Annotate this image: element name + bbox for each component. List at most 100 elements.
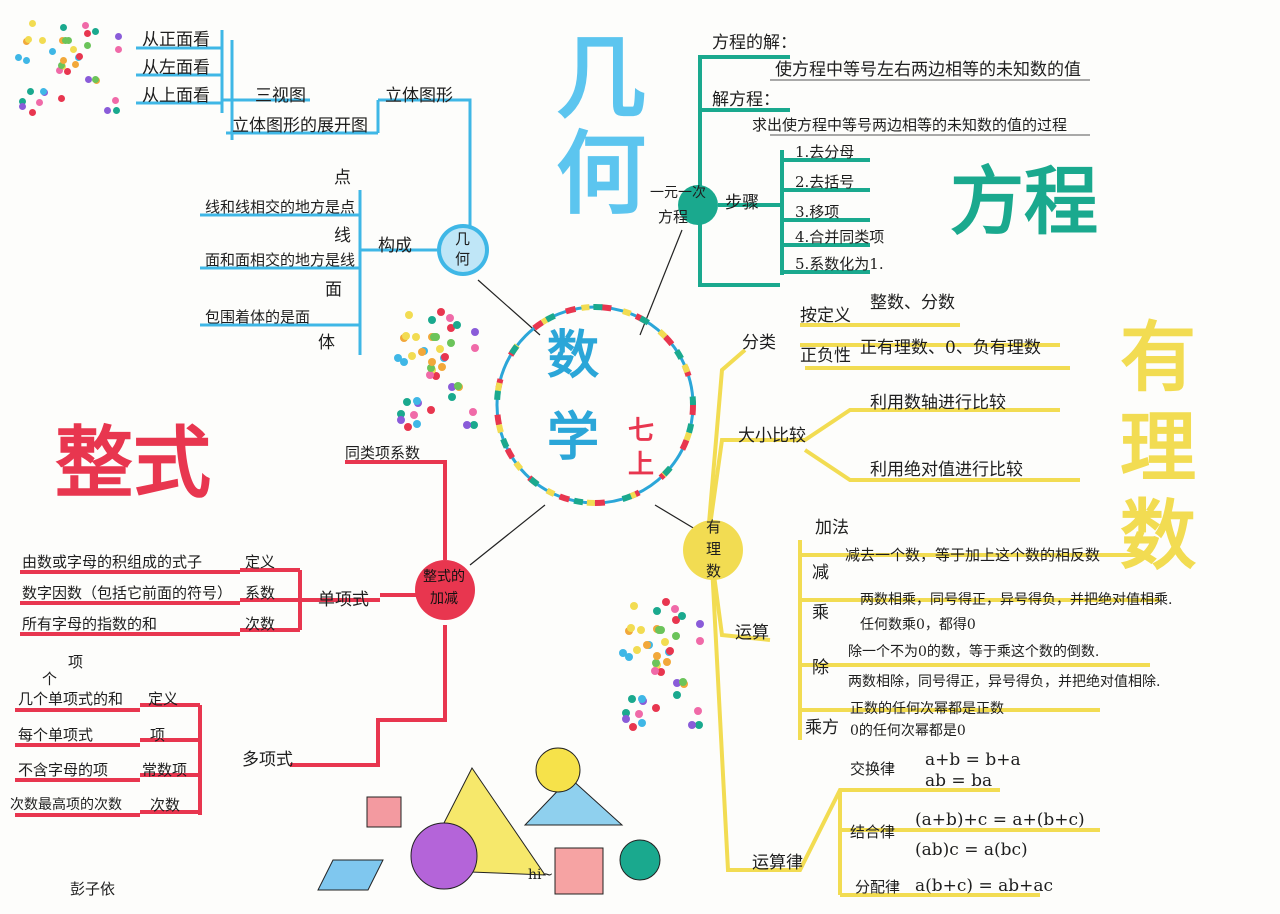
decor-dot bbox=[83, 30, 91, 37]
power-label: 乘方 bbox=[805, 718, 839, 738]
author-signature: 彭子依 bbox=[70, 880, 116, 898]
solving-label: 解方程： bbox=[712, 90, 780, 110]
decor-dot bbox=[673, 690, 682, 699]
multinomial-const-tag: 常数项 bbox=[142, 761, 188, 779]
count-note: 个 bbox=[42, 670, 58, 688]
decor-dot bbox=[437, 363, 446, 372]
add-label: 加法 bbox=[815, 518, 849, 538]
decor-dot bbox=[92, 75, 100, 83]
multiply-label: 乘 bbox=[812, 603, 829, 623]
decor-dot bbox=[437, 307, 446, 316]
decor-dot bbox=[626, 624, 635, 633]
solid-figure-label: 立体图形 bbox=[385, 86, 453, 106]
by-definition-value: 整数、分数 bbox=[870, 293, 955, 313]
desc-surface: 包围着体的是面 bbox=[205, 308, 311, 326]
compare-number-line: 利用数轴进行比较 bbox=[870, 393, 1006, 413]
equation-node-1: 一元一次 bbox=[650, 185, 706, 201]
decor-dot bbox=[115, 45, 123, 53]
decor-dot bbox=[696, 619, 705, 628]
decor-dot bbox=[24, 36, 32, 44]
decor-dot bbox=[83, 41, 91, 49]
decor-dot bbox=[637, 625, 646, 634]
decor-dot bbox=[642, 641, 651, 650]
decor-dot bbox=[91, 27, 99, 35]
monomial-label: 单项式 bbox=[318, 590, 369, 610]
distributive-label: 分配律 bbox=[855, 878, 901, 896]
classify-label: 分类 bbox=[742, 333, 776, 353]
like-terms-label: 同类项系数 bbox=[345, 444, 421, 462]
polynomial-node-1: 整式的 bbox=[423, 569, 465, 585]
compare-label: 大小比较 bbox=[738, 426, 806, 446]
rational-node-1: 有 bbox=[706, 518, 722, 536]
decor-dot bbox=[410, 411, 419, 420]
power-rule-1: 正数的任何次幂都是正数 bbox=[850, 701, 1004, 717]
steps-label: 步骤 bbox=[725, 193, 759, 213]
decor-dot bbox=[396, 410, 405, 419]
equation-node-2: 方程 bbox=[658, 208, 689, 226]
center-title-1: 数 bbox=[547, 325, 600, 386]
decor-dot bbox=[431, 372, 440, 381]
decor-dot bbox=[412, 396, 421, 405]
by-definition-label: 按定义 bbox=[800, 306, 851, 326]
solution-text: 使方程中等号左右两边相等的未知数的值 bbox=[775, 60, 1081, 80]
multinomial-term-tag: 项 bbox=[150, 726, 166, 744]
decor-dot bbox=[401, 331, 410, 340]
distributive-1: a(b+c) = ab+ac bbox=[915, 876, 1054, 896]
multiply-rule-1: 两数相乘，同号得正，异号得负，并把绝对值相乘. bbox=[860, 592, 1173, 608]
center-title-2: 学 bbox=[547, 407, 600, 468]
decor-dot bbox=[59, 23, 67, 31]
decor-dot bbox=[82, 22, 90, 30]
decor-dot bbox=[653, 606, 662, 615]
decor-dot bbox=[662, 658, 671, 667]
view-left: 从左面看 bbox=[142, 58, 210, 78]
decor-dot bbox=[39, 37, 47, 45]
decor-dot bbox=[48, 48, 56, 56]
step-5: 5.系数化为1. bbox=[795, 255, 884, 273]
step-4: 4.合并同类项 bbox=[795, 228, 885, 246]
decor-dot bbox=[468, 408, 477, 417]
polynomial-node-2: 加减 bbox=[430, 591, 458, 607]
decor-dot bbox=[58, 62, 66, 70]
decor-dot bbox=[70, 46, 78, 54]
center-subtitle-1: 七 bbox=[628, 416, 655, 446]
decor-dot bbox=[403, 397, 412, 406]
decor-dot bbox=[26, 88, 34, 96]
decor-dot bbox=[39, 87, 47, 95]
decor-dot bbox=[436, 344, 445, 353]
decor-dot bbox=[635, 709, 644, 718]
commutative-label: 交换律 bbox=[850, 760, 896, 778]
decor-dot bbox=[115, 32, 123, 40]
multinomial-const: 不含字母的项 bbox=[18, 761, 109, 779]
decor-dot bbox=[18, 98, 26, 106]
decor-dot bbox=[56, 67, 64, 75]
decor-dot bbox=[629, 601, 638, 610]
decor-dot bbox=[672, 615, 681, 624]
decor-dot bbox=[621, 709, 630, 718]
multinomial-degree: 次数最高项的次数 bbox=[10, 797, 122, 813]
decor-dot bbox=[59, 56, 67, 64]
decor-dot bbox=[693, 706, 702, 715]
three-views-label: 三视图 bbox=[255, 86, 306, 106]
decor-dot bbox=[58, 94, 66, 102]
divide-rule-2: 两数相除，同号得正，异号得负，并把绝对值相除. bbox=[848, 674, 1161, 690]
decor-dot bbox=[453, 320, 462, 329]
view-front: 从正面看 bbox=[142, 30, 210, 50]
greeting-text: hi~ bbox=[528, 867, 554, 883]
decor-dot bbox=[15, 54, 23, 62]
multinomial-degree-tag: 次数 bbox=[150, 796, 181, 814]
decor-dot bbox=[441, 353, 450, 362]
multinomial-def-tag: 定义 bbox=[148, 690, 179, 708]
monomial-degree: 所有字母的指数的和 bbox=[22, 615, 158, 633]
solution-label: 方程的解： bbox=[712, 33, 797, 53]
decor-dot bbox=[427, 405, 436, 414]
decor-dot bbox=[637, 694, 646, 703]
decor-dot bbox=[447, 382, 456, 391]
geometry-node-1: 几 bbox=[455, 230, 471, 248]
decor-dot bbox=[694, 721, 703, 730]
decor-dot bbox=[448, 393, 457, 402]
element-surface: 面 bbox=[325, 280, 342, 300]
by-sign-value: 正有理数、0、负有理数 bbox=[860, 338, 1041, 358]
element-line: 线 bbox=[334, 226, 351, 246]
rational-big-title-2: 理 bbox=[1120, 403, 1196, 492]
decor-dot bbox=[111, 96, 119, 104]
